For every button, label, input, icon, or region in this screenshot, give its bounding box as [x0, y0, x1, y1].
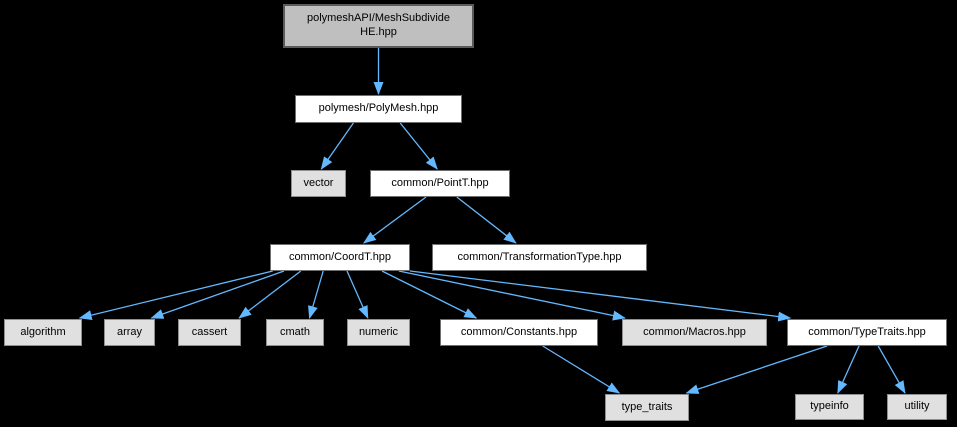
- node-polymesh[interactable]: polymesh/PolyMesh.hpp: [295, 95, 462, 123]
- node-label: common/PointT.hpp: [391, 176, 489, 189]
- node-coordt[interactable]: common/CoordT.hpp: [270, 244, 410, 271]
- edge-coordt-to-cassert: [238, 270, 302, 319]
- edge-typetraits-to-typeinfo: [837, 345, 860, 394]
- edge-typetraits-to-type_traits: [685, 345, 828, 394]
- node-typetraits[interactable]: common/TypeTraits.hpp: [787, 319, 947, 346]
- node-algorithm: algorithm: [4, 319, 82, 346]
- edge-coordt-to-cmath: [308, 270, 324, 319]
- node-label: cassert: [191, 325, 228, 338]
- edge-pointt-to-coordt: [362, 196, 427, 244]
- node-label: array: [116, 325, 143, 338]
- node-transformationtype[interactable]: common/TransformationType.hpp: [432, 244, 647, 271]
- node-label: common/Macros.hpp: [643, 325, 746, 338]
- edge-coordt-to-typetraits: [409, 270, 792, 322]
- edge-coordt-to-numeric: [346, 270, 369, 319]
- node-macros: common/Macros.hpp: [622, 319, 767, 346]
- node-label: common/TransformationType.hpp: [457, 250, 622, 263]
- node-typeinfo: typeinfo: [795, 394, 864, 420]
- node-array: array: [104, 319, 155, 346]
- edge-typetraits-to-utility: [877, 345, 906, 394]
- node-label: cmath: [280, 325, 310, 338]
- edge-coordt-to-array: [150, 270, 285, 319]
- node-label: polymesh/PolyMesh.hpp: [318, 102, 439, 115]
- node-label: numeric: [358, 325, 399, 338]
- edge-polymesh-to-vector: [320, 122, 354, 170]
- edge-coordt-to-macros: [398, 270, 626, 321]
- node-label: vector: [303, 176, 334, 189]
- node-pointt[interactable]: common/PointT.hpp: [370, 170, 510, 197]
- node-cmath: cmath: [266, 319, 324, 346]
- node-vector: vector: [291, 170, 346, 197]
- node-meshsubdividehe: polymeshAPI/MeshSubdivide HE.hpp: [283, 4, 474, 48]
- node-label: common/CoordT.hpp: [288, 250, 392, 263]
- node-label: algorithm: [20, 325, 66, 338]
- node-cassert: cassert: [178, 319, 241, 346]
- node-label: common/Constants.hpp: [460, 325, 578, 338]
- node-label: type_traits: [621, 400, 673, 413]
- edge-pointt-to-transformationtype: [456, 196, 517, 244]
- edge-constants-to-type_traits: [542, 345, 621, 394]
- edge-coordt-to-constants: [381, 270, 478, 319]
- edge-coordt-to-algorithm: [78, 270, 273, 321]
- node-numeric: numeric: [347, 319, 410, 346]
- node-constants[interactable]: common/Constants.hpp: [440, 319, 598, 346]
- edge-polymesh-to-pointt: [399, 122, 438, 170]
- node-label: utility: [904, 400, 930, 413]
- node-type_traits: type_traits: [605, 394, 689, 421]
- node-label: typeinfo: [810, 400, 849, 413]
- node-utility: utility: [887, 394, 947, 420]
- node-label: polymeshAPI/MeshSubdivide HE.hpp: [306, 12, 451, 38]
- node-label: common/TypeTraits.hpp: [808, 325, 926, 338]
